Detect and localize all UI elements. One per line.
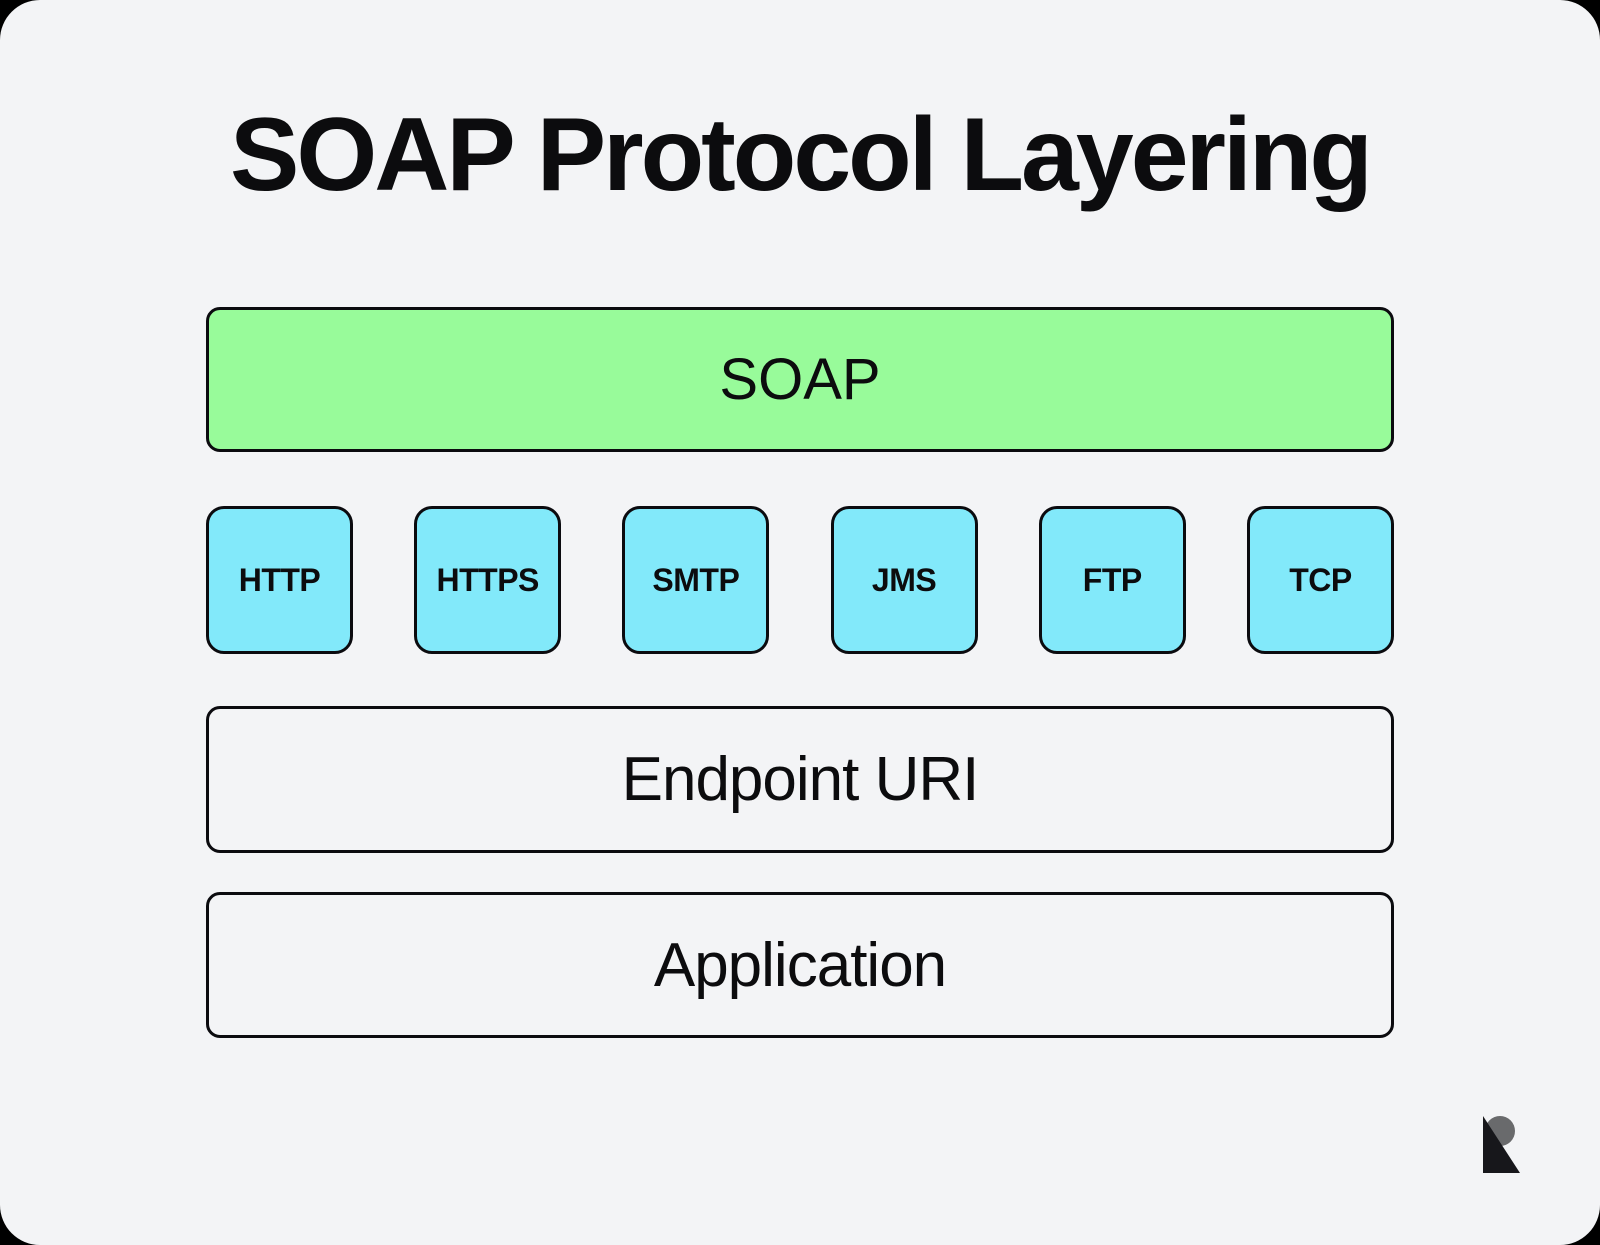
protocol-box-jms: JMS: [830, 506, 978, 655]
application-label: Application: [653, 930, 947, 1000]
soap-layer-label: SOAP: [719, 347, 881, 413]
endpoint-uri-layer-box: Endpoint URI: [206, 706, 1394, 854]
recraft-logo-icon: [1483, 1116, 1520, 1173]
application-layer-box: Application: [206, 892, 1394, 1039]
protocol-box-http: HTTP: [206, 506, 353, 655]
protocol-label-http: HTTP: [238, 561, 321, 598]
protocol-label-smtp: SMTP: [652, 561, 740, 598]
protocol-label-https: HTTPS: [436, 561, 539, 598]
soap-layer-box: SOAP: [206, 307, 1394, 453]
endpoint-uri-label: Endpoint URI: [621, 745, 980, 815]
page-title: SOAP Protocol Layering: [230, 97, 1373, 213]
protocol-box-smtp: SMTP: [622, 506, 770, 655]
protocol-box-https: HTTPS: [414, 506, 562, 655]
protocol-label-ftp: FTP: [1082, 561, 1142, 598]
transport-protocol-row: HTTP HTTPS SMTP JMS FTP TCP: [206, 506, 1394, 655]
protocol-box-ftp: FTP: [1038, 506, 1186, 655]
protocol-label-tcp: TCP: [1289, 561, 1352, 598]
protocol-box-tcp: TCP: [1246, 506, 1394, 655]
protocol-label-jms: JMS: [871, 561, 937, 598]
diagram-content: SOAP Protocol Layering SOAP HTTP HTTPS S…: [206, 88, 1394, 1039]
